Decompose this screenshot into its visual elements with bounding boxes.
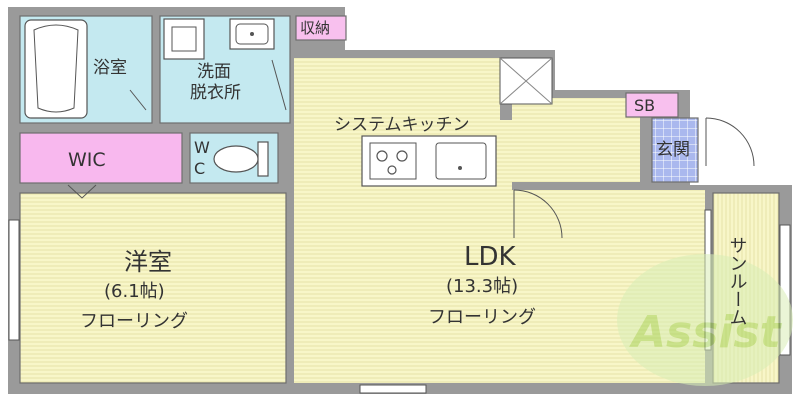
wic-area — [20, 133, 182, 183]
kitchen-label: システムキッチン — [334, 115, 470, 135]
washbasin-icon — [229, 18, 275, 50]
sb-area — [626, 93, 678, 117]
storage-area — [296, 16, 346, 40]
western-room-area — [20, 193, 286, 383]
bath-label: 浴室 — [93, 58, 127, 78]
kitchen-counter — [361, 135, 497, 187]
bathtub-icon — [24, 19, 88, 119]
entrance-area — [652, 118, 698, 182]
ldk-label: LDK — [464, 242, 517, 272]
ldk-floor: フローリング — [428, 307, 536, 328]
western-room-size: (6.1帖) — [104, 281, 165, 302]
wc-label-line2: C — [194, 159, 205, 178]
washing-machine-icon — [163, 18, 205, 60]
watermark-text: Assist — [629, 307, 783, 358]
washroom-label-line2: 脱衣所 — [190, 83, 241, 103]
ldk-size: (13.3帖) — [446, 276, 518, 297]
ldk-area — [294, 58, 500, 383]
kitchen-sink-icon — [435, 142, 487, 180]
sb-label: SB — [634, 96, 655, 115]
labels: 浴室 洗面 脱衣所 収納 WIC W C システムキッチン SB 玄関 洋室 (… — [68, 19, 748, 332]
stove-icon — [369, 142, 417, 180]
western-room-label: 洋室 — [124, 248, 172, 276]
entrance-label: 玄関 — [656, 140, 690, 160]
washroom-label-line1: 洗面 — [197, 62, 231, 82]
hall-area — [512, 98, 640, 182]
wic-label: WIC — [68, 149, 106, 171]
sunroom-label: サンルーム — [727, 236, 748, 326]
assist-logo: Assist — [617, 254, 793, 386]
door-swing-icon — [67, 59, 755, 239]
toilet-icon — [213, 141, 269, 177]
storage-label: 収納 — [300, 19, 330, 37]
wc-label-line1: W — [194, 138, 210, 157]
western-room-floor: フローリング — [80, 311, 188, 332]
